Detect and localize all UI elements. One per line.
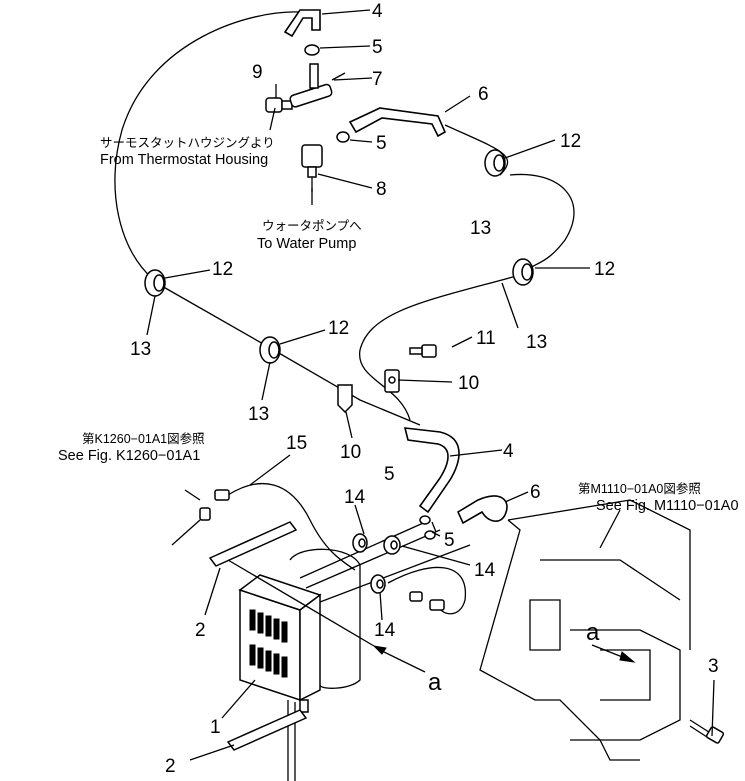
- callout-4-lower: 4: [503, 441, 514, 462]
- label-thermostat-en: From Thermostat Housing: [100, 152, 268, 168]
- label-ref-m-jp: 第M1110−01A0図参照: [578, 481, 701, 496]
- cab-panel: [479, 499, 691, 761]
- arrow-a-right: [591, 644, 636, 663]
- elbow-fitting-8: [301, 144, 323, 192]
- callout-14-top: 14: [344, 487, 366, 508]
- callout-6-top: 6: [478, 84, 489, 105]
- grommet-14-low: [370, 574, 386, 594]
- strap-2-lower: [226, 709, 308, 751]
- callout-3: 3: [708, 656, 719, 677]
- callout-2-lower: 2: [165, 756, 176, 777]
- label-ref-m-en: See Fig. M1110−01A0: [596, 498, 739, 514]
- label-thermostat-jp: サーモスタットハウジングより: [100, 136, 275, 150]
- callout-13-right: 13: [526, 332, 547, 353]
- clamp-12-right: [512, 258, 534, 286]
- coolant-hose-right-loop: [444, 124, 575, 269]
- callout-5-lower: 5: [444, 530, 455, 551]
- label-pump-en: To Water Pump: [257, 236, 356, 252]
- callout-5-lower-top: 5: [384, 464, 395, 485]
- label-pump-jp: ウォータポンプへ: [262, 219, 362, 233]
- callout-1: 1: [210, 717, 221, 738]
- clamp-5-lower-a: [419, 515, 431, 525]
- grommet-14-mid: [383, 535, 401, 555]
- callout-14-mid: 14: [474, 560, 496, 581]
- grommet-14-top: [352, 533, 368, 553]
- tee-fitting-7: [289, 63, 346, 108]
- callout-13-upper-right: 13: [470, 218, 491, 239]
- callout-12-right: 12: [594, 259, 615, 280]
- label-ref-k-jp: 第K1260−01A1図参照: [82, 431, 205, 446]
- callout-11: 11: [476, 328, 496, 349]
- tube-4-upper: [283, 9, 321, 38]
- callout-12-upper-right: 12: [560, 131, 581, 152]
- clamp-12-center: [259, 336, 281, 364]
- heater-vent-grille: [249, 609, 288, 678]
- callout-10-left: 10: [340, 442, 361, 463]
- label-ref-k-en: See Fig. K1260−01A1: [58, 448, 200, 464]
- callout-9: 9: [252, 62, 263, 83]
- callout-12-center: 12: [328, 318, 349, 339]
- callout-10-right: 10: [458, 373, 479, 394]
- callout-4-top: 4: [372, 1, 383, 22]
- leader-lines: [146, 9, 715, 761]
- callout-14-low: 14: [374, 620, 396, 641]
- bolt-3: [689, 719, 725, 744]
- clamp-5-top: [304, 44, 320, 56]
- clamp-5-lower-b: [424, 530, 436, 540]
- callout-6-lower: 6: [530, 482, 541, 503]
- callout-15: 15: [286, 433, 307, 454]
- callout-13-left: 13: [130, 339, 151, 360]
- callout-13-center: 13: [248, 404, 269, 425]
- callout-12-left: 12: [212, 259, 233, 280]
- wire-harness-15: [171, 482, 466, 615]
- strap-2-upper: [208, 521, 298, 567]
- nipple-9: [265, 97, 293, 113]
- arrow-a-bottom: [227, 559, 426, 673]
- clamp-12-left: [144, 269, 166, 297]
- clamp-5-mid: [336, 131, 350, 143]
- heater-unit-1: [238, 548, 361, 781]
- coolant-hose-left-loop: [114, 11, 301, 279]
- clamp-12-upper-right: [484, 149, 506, 177]
- tube-6-upper: [348, 107, 447, 138]
- callout-5-mid: 5: [376, 133, 387, 154]
- callout-7: 7: [372, 69, 383, 90]
- callout-8: 8: [376, 179, 387, 200]
- marker-a-right: a: [586, 619, 600, 646]
- tube-6-lower: [456, 495, 508, 525]
- callout-2-upper: 2: [195, 620, 206, 641]
- tube-4-lower: [403, 427, 460, 514]
- marker-a-bottom: a: [428, 669, 442, 696]
- callout-5-top: 5: [372, 37, 383, 58]
- bolt-11: [409, 344, 437, 358]
- bracket-10-left: [337, 384, 353, 414]
- bracket-10-right: [384, 369, 400, 393]
